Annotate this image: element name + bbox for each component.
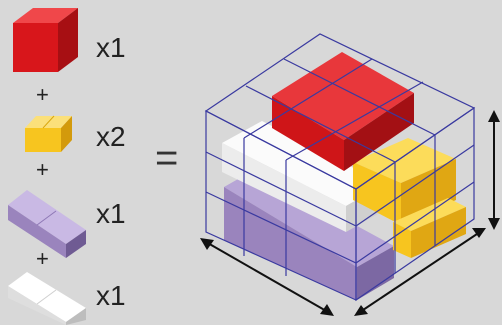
plus-sign-2: +	[36, 157, 49, 182]
purple-bar-icon	[8, 190, 86, 258]
assembly-red-cube	[272, 52, 414, 171]
yellow-block-count: x2	[96, 121, 126, 152]
white-bar-icon	[8, 272, 86, 325]
assembly-yellow-block-lower	[393, 198, 466, 258]
dimension-arrows	[200, 110, 500, 316]
red-cube-icon	[13, 8, 78, 72]
cube-wireframe-grid	[204, 33, 476, 302]
plus-sign-3: +	[36, 246, 49, 271]
assembly-yellow-block-upper	[353, 138, 456, 225]
white-bar-count: x1	[96, 280, 126, 311]
cube-assembly	[200, 33, 500, 316]
assembly-purple-bar	[224, 170, 394, 300]
plus-sign-1: +	[36, 82, 49, 107]
purple-bar-count: x1	[96, 198, 126, 229]
red-cube-count: x1	[96, 32, 126, 63]
equals-sign: =	[155, 136, 179, 180]
yellow-block-icon	[25, 115, 72, 152]
